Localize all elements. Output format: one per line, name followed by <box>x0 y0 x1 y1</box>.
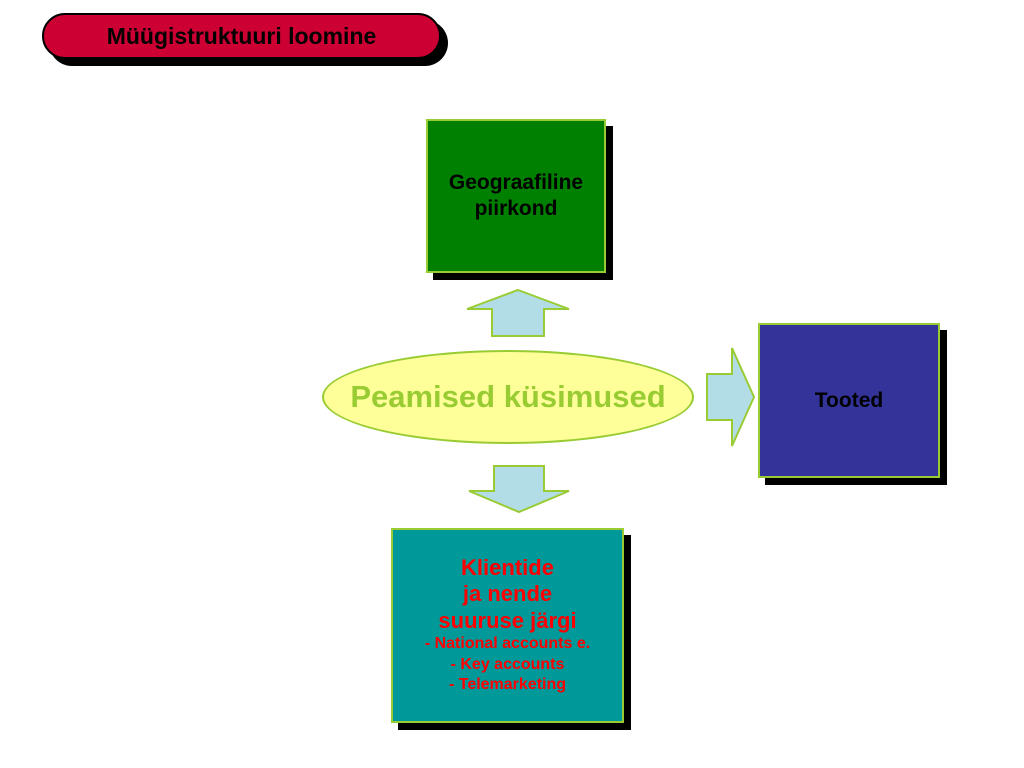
bottom-box-customers: Klientide ja nende suuruse järgi - Natio… <box>391 528 624 723</box>
slide-title-text: Müügistruktuuri loomine <box>106 22 377 49</box>
arrow-right-icon <box>706 347 756 447</box>
top-box-line-2: piirkond <box>474 197 558 220</box>
bottom-box-item-3: - Telemarketing <box>448 676 567 694</box>
top-box-line-1: Geograafiline <box>448 170 584 194</box>
bottom-box-heading-3: suuruse järgi <box>438 607 577 633</box>
bottom-box-heading-1: Klientide <box>461 554 554 580</box>
center-label: Peamised küsimused <box>350 379 666 414</box>
arrow-down-icon <box>468 465 570 514</box>
top-box-geographic-region: Geograafiline piirkond <box>426 119 606 273</box>
right-box-products: Tooted <box>758 323 940 478</box>
arrow-up-icon <box>466 288 570 337</box>
right-box-label: Tooted <box>814 388 884 412</box>
bottom-box-item-2: - Key accounts <box>450 655 565 673</box>
bottom-box-item-1: - National accounts e. <box>424 634 591 652</box>
center-ellipse: Peamised küsimused <box>322 350 694 444</box>
slide-title: Müügistruktuuri loomine <box>42 13 441 59</box>
bottom-box-heading-2: ja nende <box>462 581 553 607</box>
